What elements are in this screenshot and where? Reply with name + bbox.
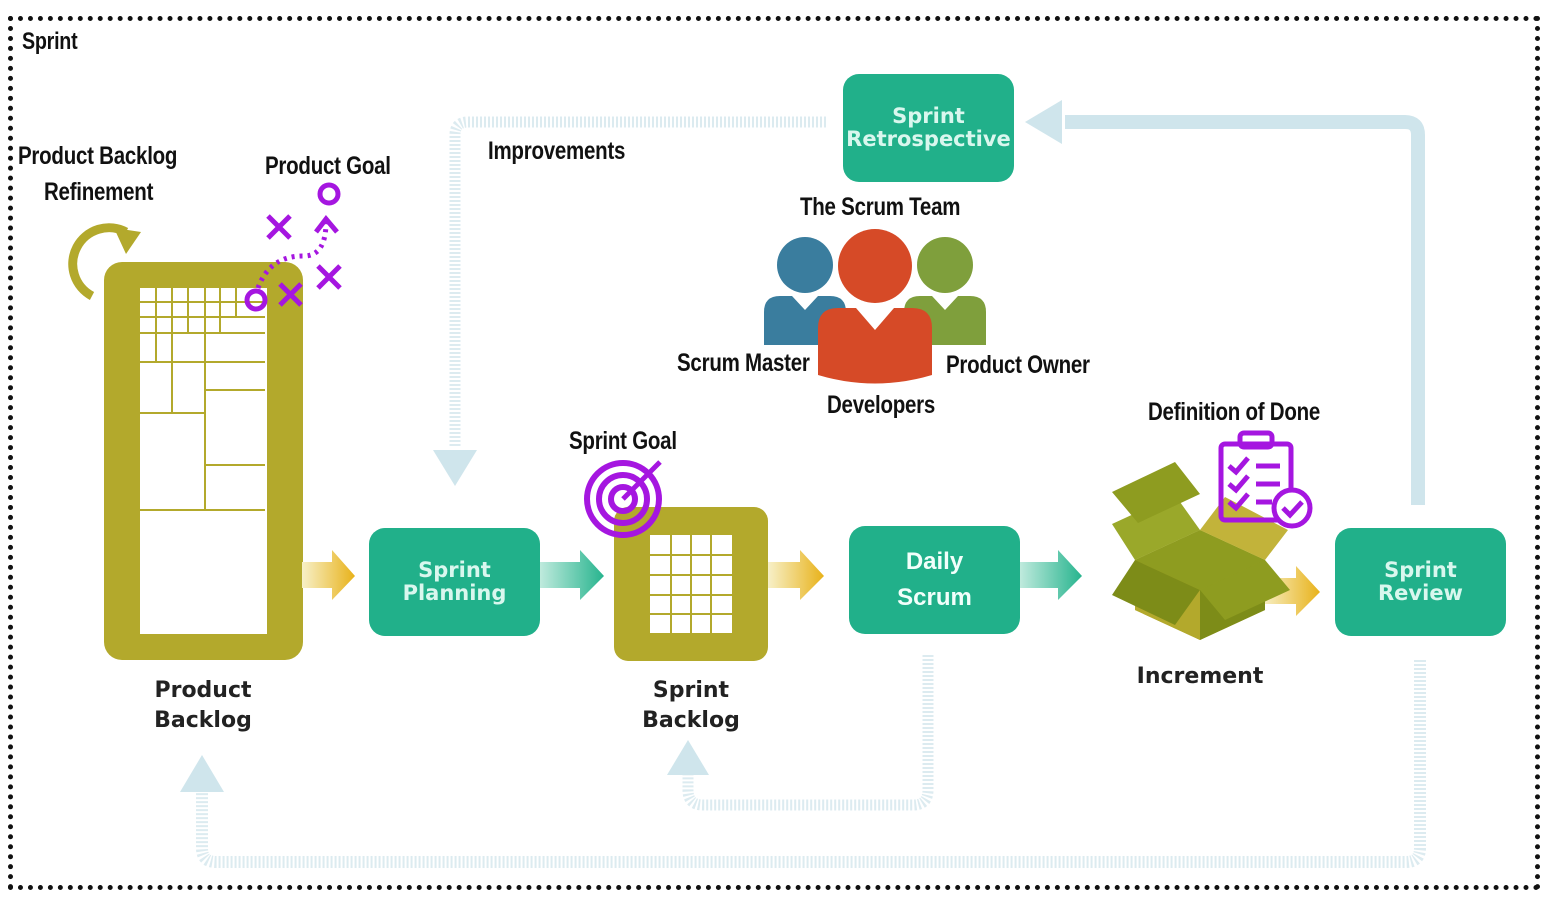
arrow-backlog-to-planning [302,550,355,600]
sprint-review-line2: Review [1378,581,1463,605]
product-owner-label: Product Owner [946,351,1090,379]
definition-of-done-label: Definition of Done [1148,398,1321,426]
product-goal-icon [244,182,342,312]
sprint-backlog-label-line2: Backlog [642,708,740,733]
sprint-planning-line2: Planning [402,581,507,605]
increment-box-icon [1112,462,1290,640]
sprint-planning-box[interactable]: Sprint Planning [369,528,540,636]
sprint-frame [8,16,1540,890]
product-backlog-icon [104,262,303,660]
improvements-label: Improvements [488,137,626,165]
refinement-cycle-icon [68,223,141,300]
sprint-goal-target-icon [584,460,662,538]
increment-label: Increment [1136,664,1264,689]
sprint-review-line1: Sprint [1384,558,1457,582]
product-goal-label: Product Goal [265,152,391,180]
developers-label: Developers [827,391,936,419]
refinement-label-line1: Product Backlog [18,142,178,170]
sprint-backlog-label-line1: Sprint [652,678,730,703]
daily-to-sprint-backlog-arrow [667,655,934,811]
sprint-retrospective-box[interactable]: Sprint Retrospective [843,74,1014,182]
sprint-review-box[interactable]: Sprint Review [1335,528,1506,636]
sprint-goal-label: Sprint Goal [569,427,677,455]
sprint-backlog-label: Sprint Backlog [616,676,766,736]
scrum-team-icon [764,229,986,384]
product-backlog-label: Product Backlog [128,676,278,736]
daily-scrum-box[interactable]: Daily Scrum [849,526,1020,634]
product-backlog-label-line1: Product [154,678,252,703]
developers-avatar [818,229,932,384]
product-backlog-label-line2: Backlog [154,708,252,733]
scrum-team-label: The Scrum Team [800,193,961,221]
arrow-sprint-backlog-to-daily [768,550,824,600]
sprint-frame-title: Sprint [22,28,78,55]
scrum-master-label: Scrum Master [677,349,810,377]
sprint-retrospective-line1: Sprint [892,104,965,128]
daily-scrum-line1: Daily [905,548,964,575]
arrow-planning-to-sprint-backlog [540,550,604,600]
sprint-planning-line1: Sprint [418,558,491,582]
improvements-arrow [433,116,826,486]
daily-scrum-line2: Scrum [897,584,972,611]
refinement-label-line2: Refinement [44,178,154,206]
definition-of-done-icon [1218,430,1313,529]
review-to-retrospective-arrow [1025,100,1425,505]
review-to-product-backlog-arrow [180,660,1426,868]
arrow-daily-to-increment [1020,550,1082,600]
sprint-retrospective-line2: Retrospective [846,127,1011,151]
sprint-backlog-icon [614,507,768,661]
